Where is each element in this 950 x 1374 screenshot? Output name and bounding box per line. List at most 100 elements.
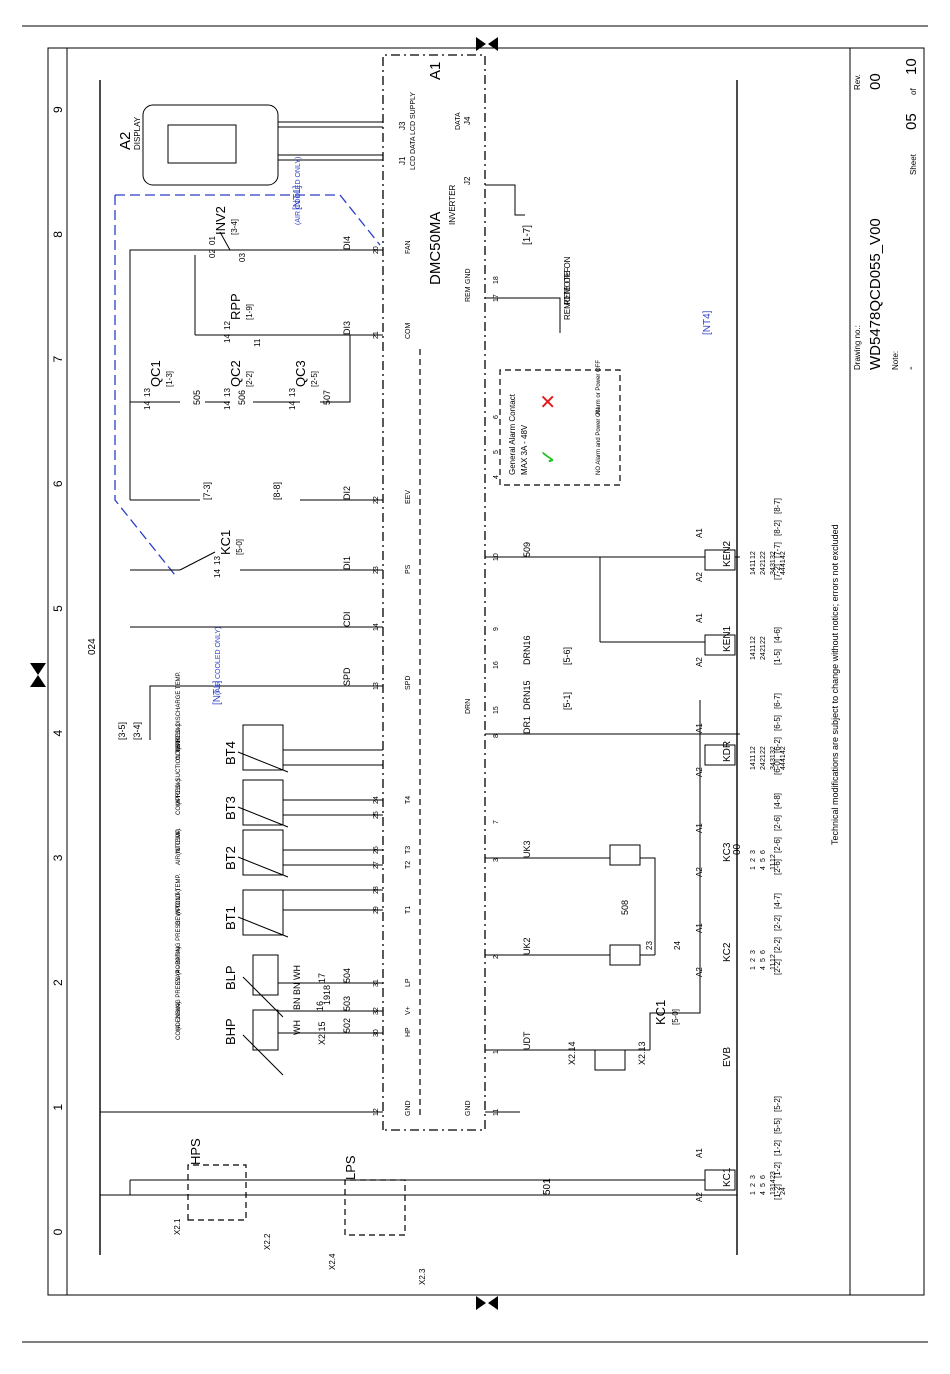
row-number-7: 7 (51, 355, 65, 362)
coil-ken2 (704, 549, 736, 571)
coil-ref-kc1-0: [1-2] (773, 1184, 782, 1200)
rport-name-11: GND (465, 1100, 472, 1116)
row-number-6: 6 (51, 480, 65, 487)
pswitch-hps: HPS (188, 1138, 203, 1165)
coil-ref-kdr-0: [6-0] (773, 759, 782, 775)
disclaimer: Technical modifications are subject to c… (830, 524, 840, 845)
sensor-blp: BLP (223, 965, 238, 990)
row-number-4: 4 (51, 730, 65, 737)
hps-switch-box (187, 1164, 247, 1221)
switch-ref-qc3: [2-5] (310, 371, 319, 387)
wire-uk3: UK3 (522, 840, 532, 858)
sheet-num: 05 (903, 113, 920, 130)
coil-contact-kdr-7: 31 (770, 754, 777, 762)
coil-contact-kc2-4: 5 (760, 958, 767, 962)
coil-contact-ken1-2: 12 (750, 636, 757, 644)
air-cooled-label-2: (AIR COOLED ONLY) (215, 627, 222, 695)
connector-j4: J4 (463, 116, 472, 125)
coil-contact-ken2-5: 22 (760, 551, 767, 559)
switch-b-kc1: 14 (213, 569, 222, 578)
coil-contact-ken2-7: 31 (770, 559, 777, 567)
note-label: Note: (891, 351, 900, 370)
coil-contact-ken1-0: 14 (750, 652, 757, 660)
coil-a2-kdr: A2 (695, 767, 704, 777)
coil-tag-kc1: KC1 (722, 1167, 733, 1187)
switch-a-inv2: 01 (208, 236, 217, 245)
rport-2: 2 (493, 955, 500, 959)
rport-10: 10 (493, 553, 500, 561)
alarm-title: General Alarm Contact (508, 393, 517, 475)
coil-contact-ken1-1: 11 (750, 645, 757, 652)
sensor-desc-bhp: CONDENSING PRESS. (176, 975, 182, 1040)
ref-34: [3-4] (132, 722, 142, 740)
controller-name: DMC50MA (427, 212, 444, 285)
coil-ref-ken2-2: [8-2] (773, 520, 782, 536)
inner-frame (66, 47, 925, 1296)
port-29: 29 (373, 906, 380, 914)
coil-contact-kdr-10: 41 (780, 754, 787, 762)
wire-di3: DI3 (342, 321, 352, 335)
sheet-total: 10 (903, 58, 920, 75)
coil-contact-kdr-8: 32 (770, 746, 777, 754)
wire-508: 508 (620, 900, 630, 915)
kc1-contact-b: 24 (673, 941, 682, 950)
rev-label: Rev. (853, 74, 862, 90)
coil-contact-kc2-1: 2 (750, 958, 757, 962)
ref-56: [5-6] (562, 647, 572, 665)
wire-507: 507 (322, 390, 332, 405)
coil-ref-ken1-1: [4-6] (773, 627, 782, 643)
wire-x213: X2.13 (637, 1041, 647, 1065)
coil-contact-ken2-11: 42 (780, 551, 787, 559)
port-20: 20 (373, 246, 380, 254)
kc1-coil-wire (129, 1179, 705, 1195)
ref-35: [3-5] (117, 722, 127, 740)
coil-ref-kc3-1: [2-6] (773, 837, 782, 853)
pswitch-b-hps: X2.2 (263, 1233, 272, 1250)
coil-ref-ken2-0: [7-2] (773, 564, 782, 580)
sensor-bt1: BT1 (223, 906, 238, 930)
rport-3: 3 (493, 858, 500, 862)
switch-b-qc1: 14 (143, 401, 152, 410)
air-cooled-boundary (114, 194, 381, 576)
coil-contact-kc1-7: 14 (770, 1179, 777, 1187)
sensor-desc-bt2: AIR IN TEMP. (176, 828, 182, 865)
wire-504: 504 (342, 968, 352, 983)
port-23: 23 (373, 566, 380, 574)
coil-contact-kc2-2: 3 (750, 950, 757, 954)
rport-15: 15 (493, 706, 500, 714)
sensor-range-bhp: (4 - 20mA) (176, 1002, 182, 1030)
coil-ref-kc1-1: [1-2] (773, 1162, 782, 1178)
switch-c-rpp: 11 (253, 338, 262, 347)
bt4-thermistor (242, 724, 284, 771)
rport-7: 7 (493, 820, 500, 824)
kc1-contact-tag: KC1 (653, 1000, 668, 1025)
port-name-30: HP (405, 1027, 412, 1037)
spd-input-wire (149, 685, 383, 740)
port-25: 25 (373, 811, 380, 819)
coil-a1-kc3: A1 (695, 823, 704, 833)
sensor-range-bt2: (NTC10k) (176, 829, 182, 855)
rport-1: 1 (493, 1050, 500, 1054)
rport-9: 9 (493, 627, 500, 631)
wire-17: 17 (317, 973, 327, 983)
switch-ref-inv2: [3-4] (230, 219, 239, 235)
drawing-no-label: Drawing no.: (853, 325, 862, 370)
coil-contact-kc3-2: 3 (750, 850, 757, 854)
coil-contact-kc1-1: 2 (750, 1183, 757, 1187)
wire-udt: UDT (522, 1031, 532, 1050)
coil-ref-kc2-0: [2-2] (773, 959, 782, 975)
rev: 00 (867, 73, 884, 90)
row-number-2: 2 (51, 979, 65, 986)
wire-di1: DI1 (342, 556, 352, 570)
coil-contact-ken1-5: 22 (760, 636, 767, 644)
connector-j1: J1 (398, 156, 407, 165)
wire-00: 00 (732, 843, 743, 855)
coil-ref-kc3-2: [2-6] (773, 815, 782, 831)
sheet-of: of (909, 88, 918, 95)
inverter-ref: [1-7] (522, 225, 533, 245)
coil-a2-ken2: A2 (695, 572, 704, 582)
connector-j3: J3 (398, 121, 407, 130)
air-cooled-label: (AIR COOLED ONLY) (295, 157, 302, 225)
switch-a-qc3: 13 (288, 388, 297, 397)
